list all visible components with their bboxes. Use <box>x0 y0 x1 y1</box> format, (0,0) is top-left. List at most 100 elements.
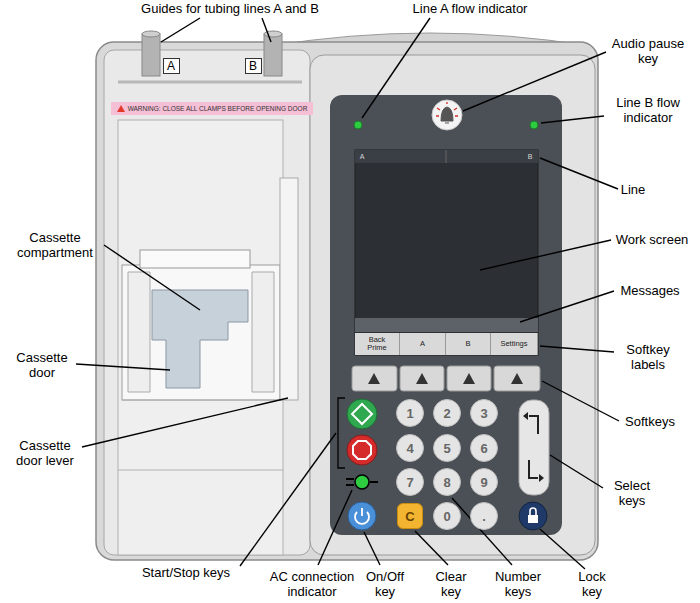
callout-label: On/Off key <box>362 569 408 599</box>
number-key-text: 5 <box>443 441 450 456</box>
callout-label: Work screen <box>607 232 697 247</box>
callout-label: Guides for tubing lines A and B <box>110 1 350 16</box>
front-panel <box>310 55 595 555</box>
guide-bar <box>118 81 302 84</box>
callout-label: Number keys <box>487 569 549 599</box>
callout-label: Messages <box>610 283 690 298</box>
number-key: 6 <box>470 434 498 462</box>
softkey-triangle <box>463 373 475 384</box>
softkey-label-text: B <box>465 340 470 348</box>
softkey-label: A <box>400 333 446 355</box>
leader-lines <box>76 18 619 569</box>
number-key: 2 <box>433 399 461 427</box>
softkey-triangle <box>511 373 523 384</box>
cassette <box>152 290 248 388</box>
clear-key: C <box>397 503 423 529</box>
warning-band: WARNING: CLOSE ALL CLAMPS BEFORE OPENING… <box>111 102 313 115</box>
screen-line-bar <box>355 150 538 163</box>
leader-line <box>415 531 448 565</box>
guide-post-top <box>142 31 160 37</box>
stop-key <box>347 435 377 465</box>
callout-label: Clear key <box>428 569 474 599</box>
softkeys <box>352 366 540 391</box>
stop-symbol <box>353 441 371 459</box>
housing-body <box>96 42 598 560</box>
number-key: 0 <box>433 502 461 530</box>
compartment-channel <box>118 120 283 555</box>
audio-pause-key <box>432 100 462 130</box>
number-key-text: 6 <box>480 441 487 456</box>
softkey-label: Settings <box>491 333 538 355</box>
leader-line <box>76 364 170 370</box>
tubing-guides <box>118 31 302 82</box>
leader-line <box>364 532 380 565</box>
number-key: 5 <box>433 434 461 462</box>
leader-line <box>161 18 200 42</box>
bracket <box>338 398 345 468</box>
guide-label-text: A <box>167 59 175 73</box>
number-key: 3 <box>470 399 498 427</box>
leader-line <box>540 529 585 569</box>
callout-label: Softkey labels <box>618 342 678 372</box>
select-keys <box>519 400 549 495</box>
message-strip <box>355 318 538 332</box>
number-key: 8 <box>433 468 461 496</box>
leader-line <box>480 240 611 270</box>
softkey <box>494 366 540 391</box>
softkey-triangle <box>416 373 428 384</box>
callout-label: AC connection indicator <box>264 569 360 599</box>
door-edge <box>118 400 283 470</box>
cassette-holder <box>140 250 250 268</box>
callout-label: Line B flow indicator <box>608 95 688 125</box>
number-key-text: 3 <box>480 406 487 421</box>
callout-label: Lock key <box>571 569 613 599</box>
guide-label: A <box>163 58 180 74</box>
ac-indicator <box>355 475 369 489</box>
power-symbol <box>355 508 369 524</box>
callout-label: Line <box>613 182 653 197</box>
bell-rays <box>436 102 458 116</box>
callout-label: Line A flow indicator <box>390 1 550 16</box>
leader-line <box>318 490 352 565</box>
leader-line <box>452 498 512 565</box>
faceplate <box>330 95 562 535</box>
number-key-text: 1 <box>406 406 413 421</box>
softkey-label: Back Prime <box>355 333 400 355</box>
guide-post <box>264 34 282 76</box>
number-key: 9 <box>470 468 498 496</box>
start-symbol <box>352 404 372 424</box>
flow-led <box>530 121 538 129</box>
warning-triangle <box>117 105 125 112</box>
callout-label: Audio pause key <box>608 36 688 66</box>
leader-line <box>82 398 288 447</box>
select-down-arrow <box>529 460 538 478</box>
lock-key <box>519 502 547 530</box>
softkey <box>447 366 491 391</box>
number-key-text: 8 <box>443 475 450 490</box>
warning-triangle <box>117 105 125 112</box>
leader-line <box>262 18 271 42</box>
warning-band-text: WARNING: CLOSE ALL CLAMPS BEFORE OPENING… <box>128 105 308 112</box>
on-off-key <box>348 502 376 530</box>
housing <box>96 33 598 560</box>
screen-line-label: A <box>356 152 368 161</box>
softkey-label-strip <box>355 333 538 355</box>
line-bar-divider <box>446 150 447 163</box>
screen <box>355 150 538 355</box>
select-up-arrow <box>529 416 538 434</box>
softkey <box>352 366 397 391</box>
softkey-label: B <box>446 333 491 355</box>
leader-line <box>104 245 200 310</box>
leader-line <box>520 291 614 322</box>
padlock-body <box>528 515 538 523</box>
leader-line <box>463 52 606 111</box>
clear-key-text: C <box>405 509 414 524</box>
callout-label: Cassette door <box>12 350 72 380</box>
number-key-text: 2 <box>443 406 450 421</box>
door-lever <box>280 178 298 400</box>
number-key-text: 4 <box>406 441 413 456</box>
leader-line <box>541 116 604 123</box>
number-key: 4 <box>396 434 424 462</box>
